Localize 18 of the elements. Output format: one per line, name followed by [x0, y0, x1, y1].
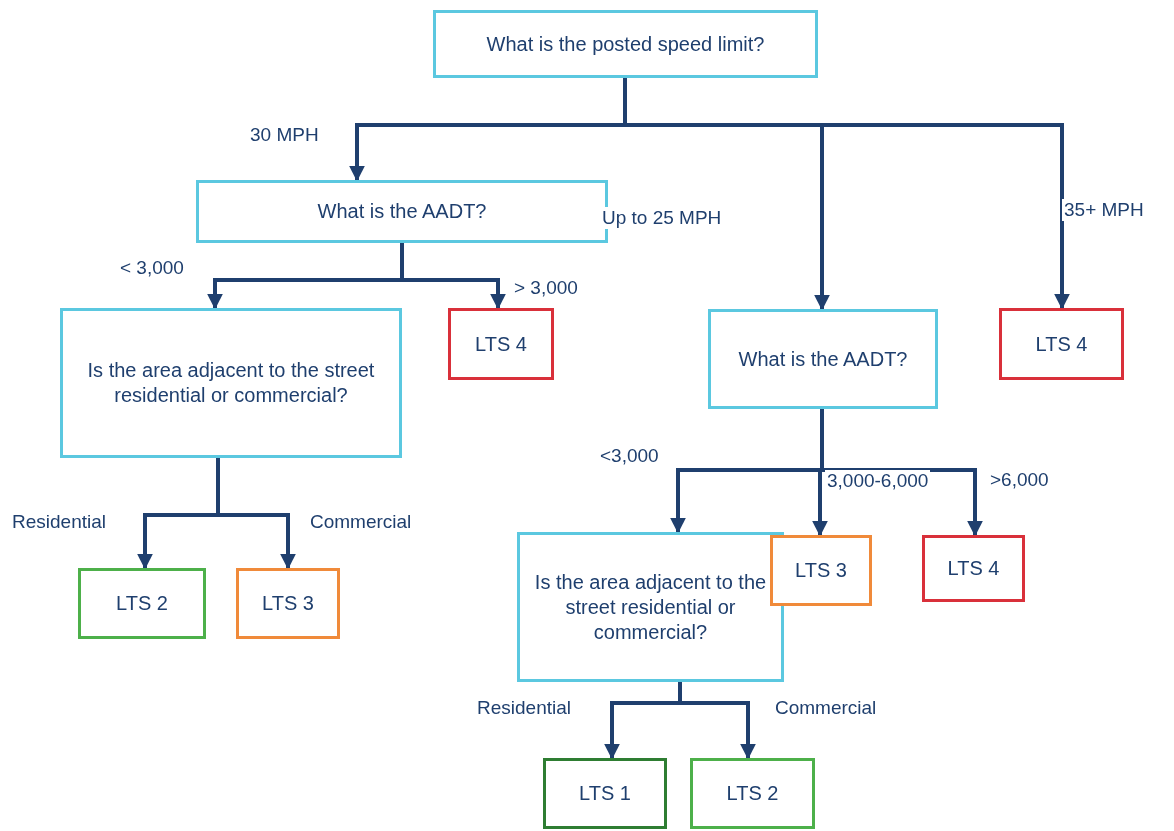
result-box: LTS 3 [770, 535, 872, 606]
question-box: What is the AADT? [708, 309, 938, 409]
arrow [678, 682, 756, 760]
arrow [400, 243, 506, 310]
result-box: LTS 4 [922, 535, 1025, 602]
edge-label: 35+ MPH [1062, 199, 1146, 221]
result-box: LTS 4 [999, 308, 1124, 380]
result-box: LTS 2 [78, 568, 206, 639]
result-box: LTS 3 [236, 568, 340, 639]
question-box: Is the area adjacent to the street residential or commercial? [517, 532, 784, 682]
arrow [820, 409, 983, 537]
result-box: LTS 1 [543, 758, 667, 829]
arrow [216, 458, 296, 570]
question-box: What is the posted speed limit? [433, 10, 818, 78]
question-box: Is the area adjacent to the street residential or commercial? [60, 308, 402, 458]
result-box: LTS 4 [448, 308, 554, 380]
result-box: LTS 2 [690, 758, 815, 829]
edge-label: 3,000-6,000 [825, 470, 931, 492]
